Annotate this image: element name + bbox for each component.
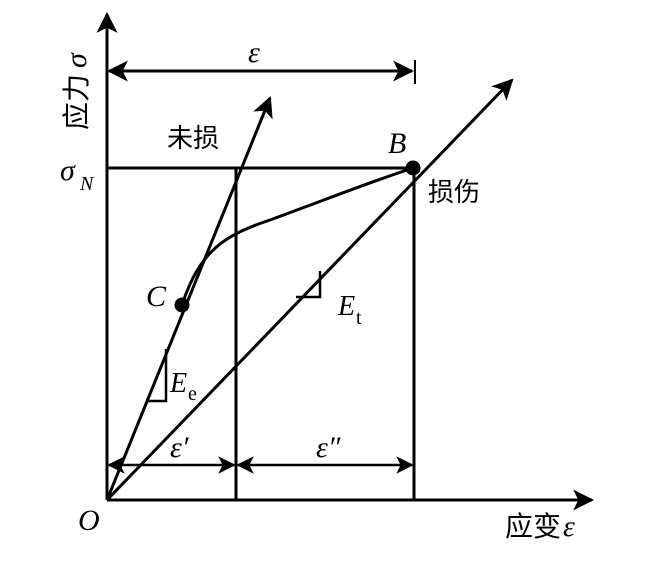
undamaged-line <box>105 96 273 501</box>
stress-strain-curve <box>180 166 414 306</box>
ee-subscript: e <box>188 383 197 405</box>
point-c-marker <box>174 297 190 313</box>
eps-total-label: ε <box>248 36 260 69</box>
et-subscript: t <box>356 307 362 329</box>
sigma-n-label: σ <box>60 154 76 187</box>
et-label: E <box>337 291 355 322</box>
ee-label: E <box>169 368 187 399</box>
damaged-label: 损伤 <box>428 178 480 208</box>
y-label-text: 应力 <box>60 74 93 130</box>
point-c-label: C <box>146 280 167 313</box>
x-label-symbol: ε <box>563 510 575 543</box>
damaged-line <box>105 78 514 502</box>
eps-prime-label: ε′ <box>170 431 189 464</box>
sigma-n-subscript: N <box>79 173 95 195</box>
et-slope-triangle <box>296 271 322 299</box>
origin-label: O <box>78 504 100 537</box>
y-label-symbol: σ <box>60 52 93 68</box>
point-b-label: B <box>388 127 406 160</box>
y-axis-label: 应力 σ <box>60 52 93 130</box>
eps-double-prime-label: ε″ <box>316 431 341 464</box>
ee-slope-triangle <box>146 349 168 403</box>
x-label-text: 应变 <box>505 510 561 543</box>
point-b-marker <box>405 160 421 176</box>
undamaged-label: 未损 <box>167 124 219 154</box>
